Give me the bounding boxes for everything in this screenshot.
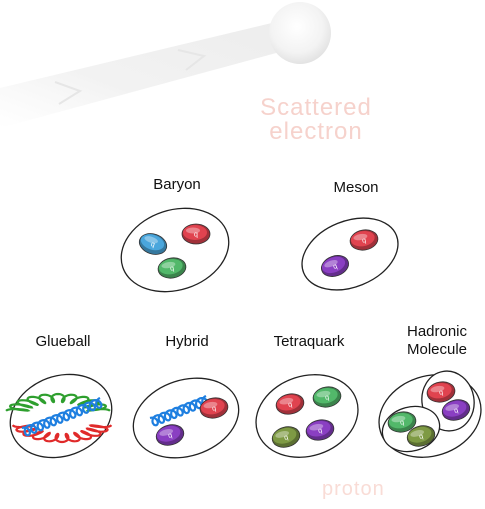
scattered-electron-label: Scattered electron: [226, 96, 406, 144]
meson-bag: [291, 205, 408, 304]
scattered-label-line-2: electron: [226, 120, 406, 144]
baryon-label: Baryon: [127, 176, 227, 194]
baryon-bag: [110, 195, 239, 305]
glueball-label: Glueball: [13, 333, 113, 351]
molecule-label-line-2: Molecule: [387, 341, 485, 359]
hybrid-bag: [123, 365, 249, 471]
tetraquark-label: Tetraquark: [259, 333, 359, 351]
tetraquark-bag: [245, 362, 369, 470]
baryon-quark-red: q: [182, 224, 210, 244]
hybrid-label: Hybrid: [137, 333, 237, 351]
meson-label: Meson: [306, 179, 406, 197]
electron-ball: [269, 2, 331, 64]
glueball-bag: [0, 361, 124, 472]
proton-label: proton: [322, 478, 385, 501]
hadronic-molecule-label: Hadronic Molecule: [387, 323, 485, 359]
quark-label: q: [194, 232, 198, 239]
molecule-label-line-1: Hadronic: [387, 323, 485, 341]
scattered-label-line-1: Scattered: [226, 96, 406, 120]
